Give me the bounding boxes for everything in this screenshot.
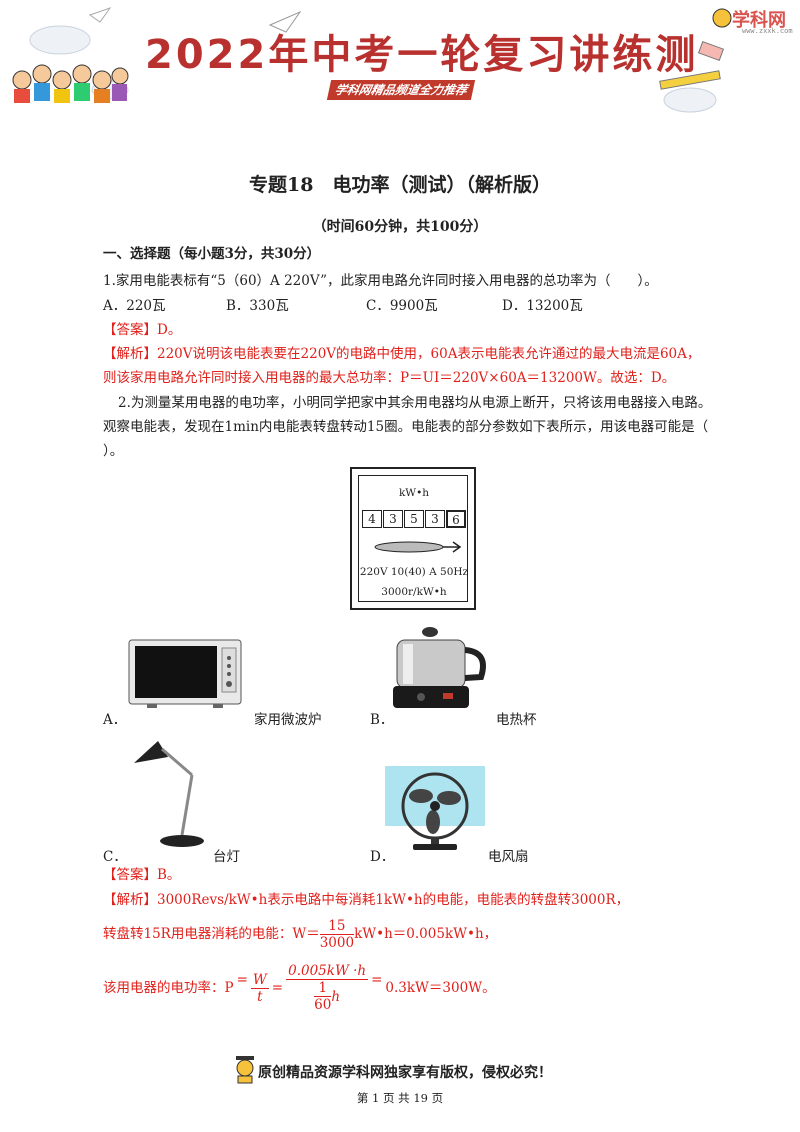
- electric-kettle-image: [393, 627, 486, 708]
- fraction-energy-over-time: 0.005kW ·h 1 60 h: [286, 963, 369, 1013]
- q2-analysis-line2-prefix: 转盘转15R用电器消耗的电能：W＝: [103, 926, 320, 942]
- q2-analysis-line3-suffix: 0.3kW＝300W。: [385, 980, 496, 996]
- q1-stem: 1.家用电能表标有“5（60）A 220V”，此家用电路允许同时接入用电器的总功…: [103, 273, 658, 289]
- q2-option-c-label: 台灯: [213, 849, 240, 865]
- meter-spec: 220V 10(40) A 50Hz: [359, 566, 469, 578]
- equals-sign: =: [371, 972, 383, 988]
- fraction-denominator: 3000: [319, 934, 355, 951]
- copyright-notice: 原创精品资源学科网独家享有版权，侵权必究！: [258, 1065, 552, 1081]
- energy-meter-panel: kW•h 4 3 5 3 6 220V 10(40) A 50Hz 3000r/…: [358, 475, 468, 602]
- q2-analysis-line1: 【解析】3000Revs/kW•h表示电路中每消耗1kW•h的电能，电能表的转盘…: [103, 892, 630, 908]
- page-number: 第 1 页 共 19 页: [356, 1091, 444, 1105]
- q1-answer: 【答案】D。: [103, 322, 182, 338]
- mascot-icon: [236, 1056, 254, 1084]
- q2-option-a-letter: A．: [103, 712, 127, 728]
- q2-analysis-line2-suffix: kW•h＝0.005kW•h，: [354, 926, 498, 942]
- q2-analysis-line2: 转盘转15R用电器消耗的电能：W＝ 15 3000 kW•h＝0.005kW•h…: [103, 916, 497, 952]
- microwave-image: [128, 639, 242, 708]
- q2-option-b-letter: B．: [370, 712, 394, 728]
- fraction-numerator: 15: [319, 918, 355, 935]
- meter-digit: 6: [446, 510, 466, 528]
- site-logo: 学科网: [732, 10, 786, 31]
- fraction-denominator: t: [257, 988, 263, 1005]
- fraction-denominator: 1 60 h: [286, 980, 368, 1013]
- energy-meter-figure: kW•h 4 3 5 3 6 220V 10(40) A 50Hz 3000r/…: [350, 467, 476, 610]
- banner-title: 2022年中考一轮复习讲练测: [145, 32, 699, 78]
- fraction-numerator: 1: [314, 980, 332, 997]
- q2-option-b-label: 电热杯: [496, 712, 537, 728]
- meter-digit: 3: [425, 510, 445, 528]
- electric-fan-image: [385, 766, 485, 850]
- q1-analysis-line1: 【解析】220V说明该电能表要在220V的电路中使用，60A表示电能表允许通过的…: [103, 346, 701, 362]
- hour-symbol: h: [331, 988, 341, 1005]
- q2-stem-line2: 观察电能表，发现在1min内电能表转盘转动15圈。电能表的部分参数如下表所示，用…: [103, 419, 709, 435]
- document-title: 专题18 电功率（测试）（解析版）: [249, 174, 551, 196]
- equals-sign: =: [236, 972, 248, 988]
- fraction-1-over-60: 1 60: [314, 980, 332, 1013]
- fraction-15-3000: 15 3000: [319, 918, 355, 951]
- meter-rev: 3000r/kW•h: [381, 586, 447, 598]
- equals-sign: =: [271, 980, 284, 996]
- q2-analysis-line3-prefix: 该用电器的电功率：P: [103, 980, 234, 996]
- meter-digit: 5: [404, 510, 424, 528]
- q1-option-b: B．330瓦: [226, 298, 289, 314]
- q1-analysis-line2: 则该家用电路允许同时接入用电器的最大总功率：P＝UI＝220V×60A＝1320…: [103, 370, 676, 386]
- q1-option-c: C．9900瓦: [366, 298, 438, 314]
- q2-analysis-line3: 该用电器的电功率：P = W t = 0.005kW ·h 1 60 h = 0…: [103, 960, 496, 1016]
- q2-option-d-label: 电风扇: [488, 849, 529, 865]
- banner-subtitle: 学科网精品频道全力推荐: [326, 80, 476, 100]
- q2-stem-line1: 2.为测量某用电器的电功率，小明同学把家中其余用电器均从电源上断开，只将该用电器…: [118, 395, 712, 411]
- document-time: （时间60分钟，共100分）: [312, 219, 488, 235]
- fraction-numerator: 0.005kW ·h: [286, 963, 369, 980]
- q1-option-a: A．220瓦: [103, 298, 166, 314]
- q2-stem-line3: ）。: [103, 443, 124, 459]
- meter-digit: 4: [362, 510, 382, 528]
- meter-disc-arrow-icon: [374, 541, 461, 553]
- q1-option-d: D．13200瓦: [502, 298, 583, 314]
- fraction-w-over-t: W t: [250, 971, 269, 1005]
- fraction-denominator: 60: [314, 997, 332, 1013]
- q2-option-c-letter: C．: [103, 849, 127, 865]
- meter-digit: 3: [383, 510, 403, 528]
- site-logo-url: www.zxxk.com: [742, 27, 793, 35]
- q2-option-d-letter: D．: [370, 849, 395, 865]
- banner-decoration: [12, 7, 732, 113]
- q2-option-a-label: 家用微波炉: [254, 712, 322, 728]
- q2-answer: 【答案】B。: [103, 867, 181, 883]
- meter-unit: kW•h: [398, 487, 430, 499]
- header-banner: 2022年中考一轮复习讲练测 学科网精品频道全力推荐 学科网 www.zxxk.…: [0, 0, 800, 135]
- desk-lamp-image: [134, 741, 204, 847]
- section-heading: 一、选择题（每小题3分，共30分）: [103, 246, 321, 262]
- fraction-numerator: W: [250, 971, 269, 989]
